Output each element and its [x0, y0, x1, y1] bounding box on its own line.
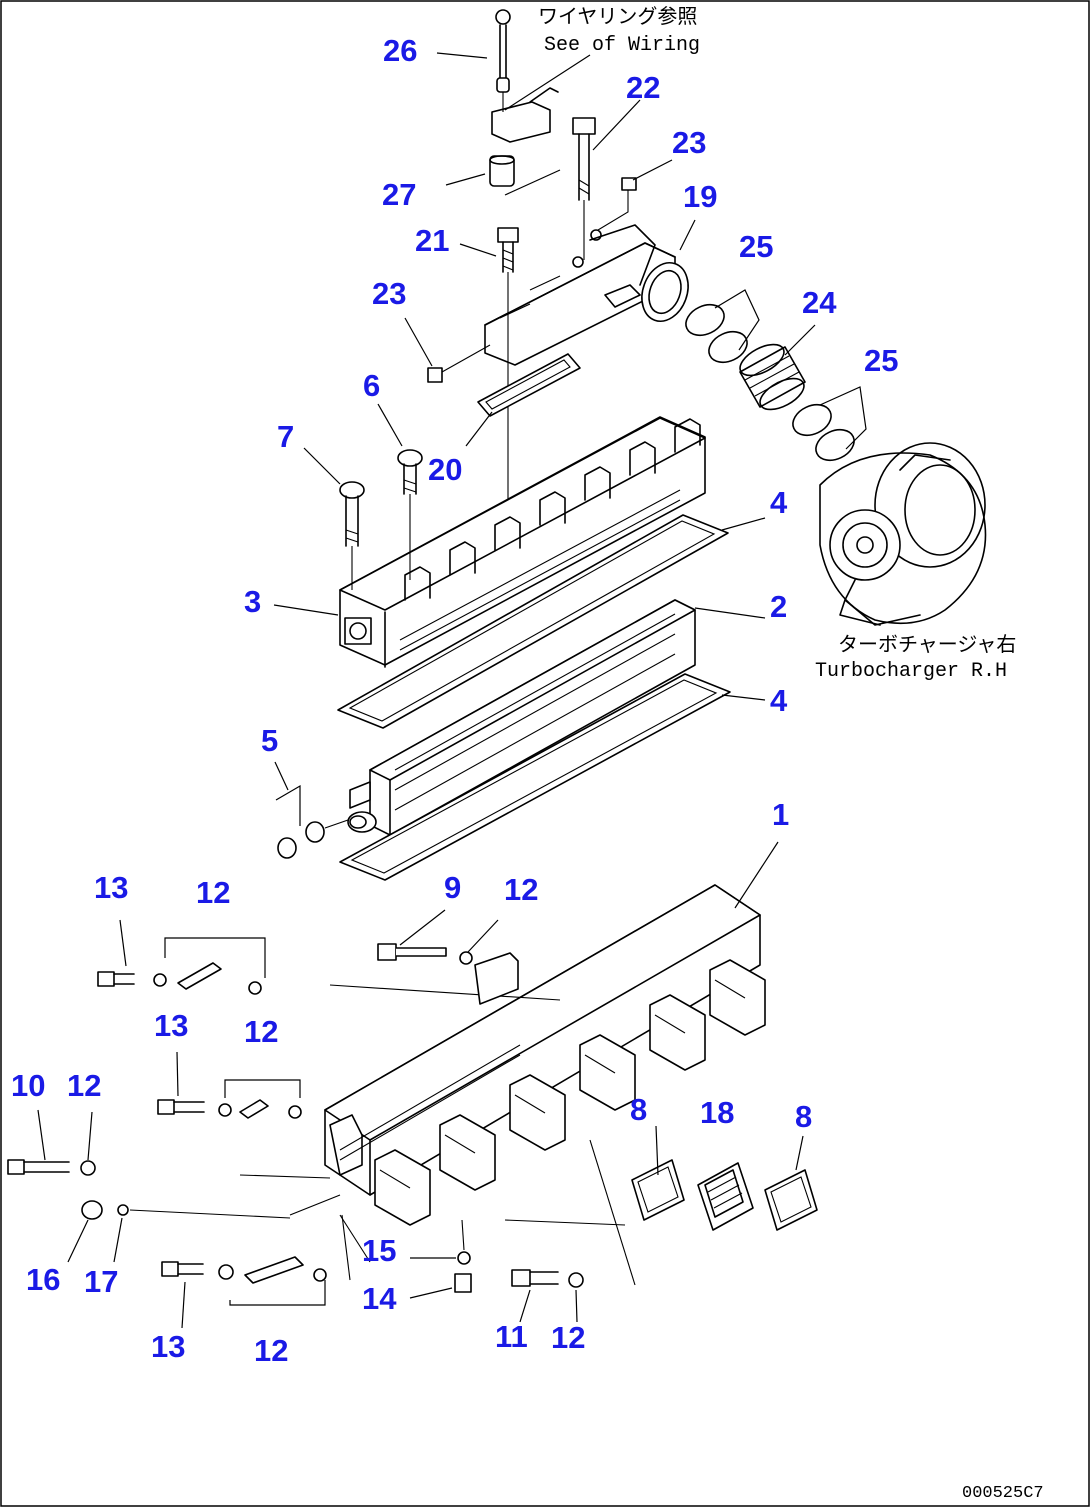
exhaust-connector-19	[484, 224, 689, 366]
turbo-note-en: Turbocharger R.H	[815, 660, 1007, 683]
oring-25-upper	[685, 289, 760, 364]
callout-12-e: 12	[551, 1320, 585, 1355]
callout-12-b: 12	[504, 872, 538, 907]
callout-1: 1	[772, 797, 789, 832]
bellows-24	[739, 343, 806, 411]
callout-21: 21	[415, 223, 449, 258]
callout-10: 10	[11, 1068, 45, 1103]
callout-26: 26	[383, 33, 417, 68]
bracket-set-upper	[97, 937, 266, 995]
callout-13-a: 13	[94, 870, 128, 905]
callout-18: 18	[700, 1095, 734, 1130]
sensor-assembly	[489, 9, 559, 187]
bracket-set-middle	[157, 1079, 302, 1119]
bracket-with-bolt-9	[377, 943, 519, 1005]
gasket-4-upper	[337, 514, 729, 729]
callout-25-lower: 25	[864, 343, 898, 378]
oring-5	[275, 784, 349, 859]
gasket-8-right	[764, 1169, 818, 1231]
callout-8-right: 8	[795, 1099, 812, 1134]
drawing-code: 000525C7	[962, 1484, 1044, 1503]
callout-5: 5	[261, 723, 278, 758]
callout-22: 22	[626, 70, 660, 105]
callout-20: 20	[428, 452, 462, 487]
callout-12-a: 12	[196, 875, 230, 910]
bracket-set-lower	[161, 1256, 327, 1306]
callout-2: 2	[770, 589, 787, 624]
plug-23-lower	[427, 344, 491, 383]
callout-12-c: 12	[244, 1014, 278, 1049]
bolt-22	[572, 117, 596, 260]
gasket-4-lower	[339, 673, 731, 881]
bolt-11	[511, 1269, 584, 1288]
callout-13-b: 13	[154, 1008, 188, 1043]
callout-16: 16	[26, 1262, 60, 1297]
callout-4-upper: 4	[770, 485, 788, 520]
callout-3: 3	[244, 584, 261, 619]
gasket-8-left	[631, 1159, 685, 1221]
wiring-note-jp: ワイヤリング参照	[538, 5, 697, 30]
callout-23-lower: 23	[372, 276, 406, 311]
callout-27: 27	[382, 177, 416, 212]
callout-11: 11	[495, 1319, 528, 1354]
callout-13-c: 13	[151, 1329, 185, 1364]
callout-24: 24	[802, 285, 837, 320]
bolt-7	[339, 481, 365, 590]
callout-6: 6	[363, 368, 380, 403]
callout-23-top: 23	[672, 125, 706, 160]
wiring-note-en: See of Wiring	[544, 34, 700, 57]
callout-17: 17	[84, 1264, 118, 1299]
callout-25-upper: 25	[739, 229, 773, 264]
plug-23-top	[597, 177, 637, 231]
plug-16-17	[81, 1200, 129, 1220]
callout-12-d: 12	[67, 1068, 101, 1103]
callout-8-left: 8	[630, 1092, 647, 1127]
cooler-core-2	[347, 599, 696, 836]
bolt-6	[397, 449, 423, 580]
callout-4-lower: 4	[770, 683, 788, 718]
shutter-18	[697, 1162, 754, 1231]
callout-9: 9	[444, 870, 461, 905]
plug-14-15	[454, 1219, 472, 1293]
callout-7: 7	[277, 419, 294, 454]
callout-12-f: 12	[254, 1333, 288, 1368]
callout-15: 15	[362, 1233, 396, 1268]
oring-25-lower	[792, 386, 867, 462]
intake-manifold-1	[324, 884, 766, 1226]
turbo-note-jp: ターボチャージャ右	[838, 633, 1016, 658]
callout-14: 14	[362, 1281, 397, 1316]
cooler-cover-3	[339, 416, 706, 668]
gasket-20	[477, 353, 581, 417]
callout-19: 19	[683, 179, 717, 214]
turbocharger-rh	[819, 442, 987, 626]
bolt-10	[7, 1159, 96, 1176]
callout-labels: 26 22 23 27 19 21 25 23 24 25 6 7 20 4 3…	[11, 33, 898, 1368]
